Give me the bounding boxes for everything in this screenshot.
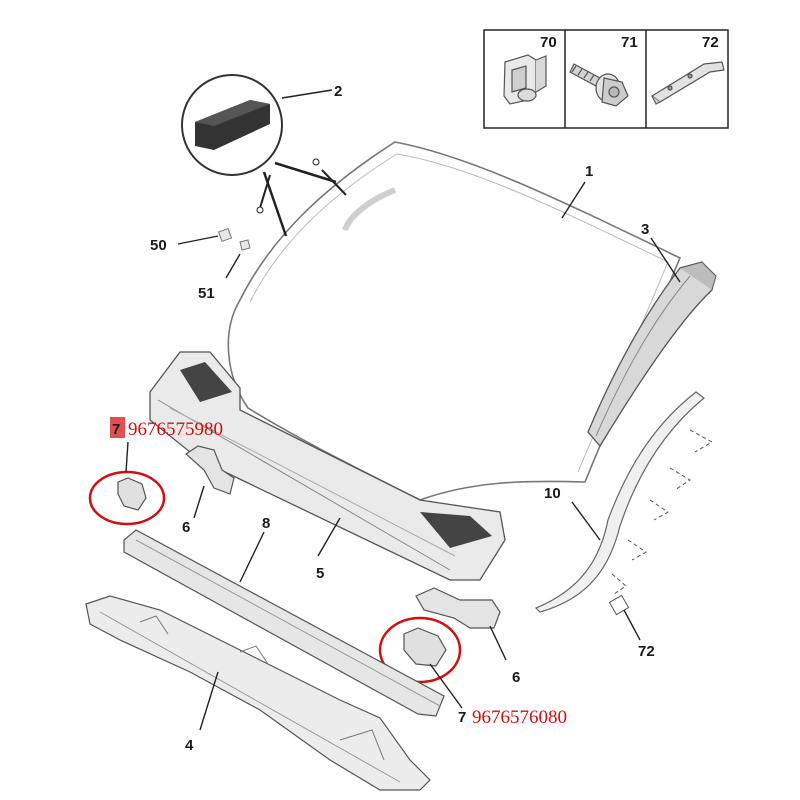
bracket-6-right	[415, 587, 501, 629]
clip-51	[239, 239, 251, 251]
callout-7-right: 7	[458, 709, 466, 726]
clip-70-icon	[503, 54, 547, 105]
callout-8: 8	[262, 515, 270, 532]
leader-lines	[125, 89, 681, 731]
side-seal	[534, 391, 714, 616]
callout-2: 2	[334, 83, 342, 100]
lower-support	[85, 595, 431, 791]
part-number-left: 9676575980	[128, 419, 223, 440]
clip-7-right	[378, 616, 462, 684]
clip-7-left	[88, 470, 166, 526]
callout-1: 1	[585, 163, 593, 180]
callout-4: 4	[185, 737, 194, 754]
callout-50: 50	[150, 237, 167, 254]
legend-label-72: 72	[702, 34, 719, 51]
scuttle-panel	[149, 351, 506, 581]
callout-3: 3	[641, 221, 649, 238]
part-number-right: 9676576080	[472, 707, 567, 728]
callout-7-left: 7	[112, 421, 120, 438]
adhesive-bead-zoom	[181, 74, 347, 237]
legend-box: 70 71 72	[483, 29, 729, 129]
a-pillar-trim	[587, 261, 717, 448]
cross-member	[123, 529, 445, 717]
legend-label-71: 71	[621, 34, 638, 51]
callout-6-right: 6	[512, 669, 520, 686]
callout-51: 51	[198, 285, 215, 302]
clip-72-icon	[650, 61, 725, 105]
screw-71-icon	[569, 63, 629, 107]
callout-7-highlight	[110, 417, 125, 438]
callout-72: 72	[638, 643, 655, 660]
callout-10: 10	[544, 485, 561, 502]
callout-6-left: 6	[182, 519, 190, 536]
bracket-6-left	[185, 445, 235, 495]
legend-label-70: 70	[540, 34, 557, 51]
clip-50	[217, 227, 233, 243]
callout-5: 5	[316, 565, 324, 582]
